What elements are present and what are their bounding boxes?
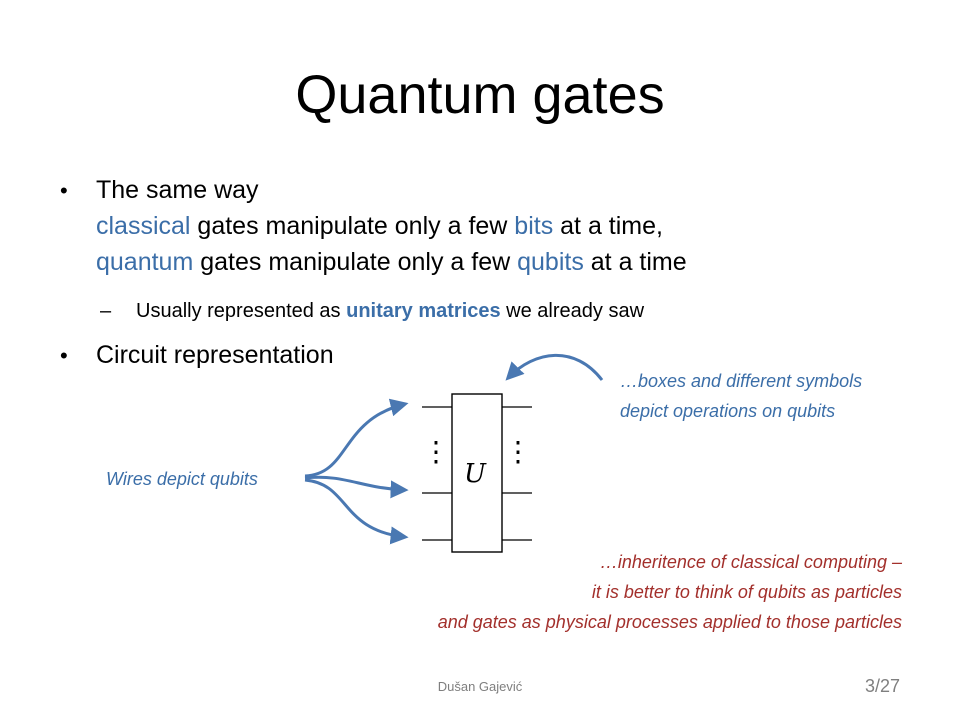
annotation-inheritance-line-2: it is better to think of qubits as parti… <box>591 582 902 602</box>
text-segment: gates manipulate only a few <box>190 212 515 240</box>
keyword-quantum: quantum <box>96 248 194 276</box>
sub-bullet-text: Usually represented as unitary matrices … <box>136 297 644 325</box>
text-segment: Usually represented as <box>136 300 347 322</box>
arrow-to-gate-box <box>505 353 604 381</box>
keyword-bits: bits <box>514 212 554 240</box>
text-segment: we already saw <box>500 300 645 322</box>
annotation-inheritance-line-1: …inheritence of classical computing – <box>599 552 902 572</box>
keyword-classical: classical <box>96 212 191 240</box>
sub-bullet-marker: – <box>100 300 112 322</box>
bullet-1-line-1: The same way <box>96 172 259 208</box>
keyword-qubits: qubits <box>517 248 584 276</box>
bullet-2-line-1: Circuit representation <box>96 337 334 373</box>
bullet-1-line-3: quantum gates manipulate only a few qubi… <box>96 244 687 280</box>
text-segment: gates manipulate only a few <box>193 248 518 276</box>
gate-label: U <box>464 459 487 489</box>
annotation-boxes-line-2: depict operations on qubits <box>620 401 836 421</box>
arrow-to-top-wire <box>304 398 409 478</box>
text-segment: The same way <box>96 176 259 204</box>
bullet-marker: • <box>60 343 68 368</box>
annotation-boxes-line-1: …boxes and different symbols <box>620 371 863 391</box>
annotation-inheritance-line-3: and gates as physical processes applied … <box>437 612 902 632</box>
wire-ellipsis-left: ⋮ <box>422 435 450 468</box>
slide-title: Quantum gates <box>295 65 665 125</box>
page-number: 3/27 <box>864 676 900 696</box>
keyword-unitary-matrices: unitary matrices <box>346 300 501 322</box>
text-segment: Circuit representation <box>96 341 334 369</box>
annotation-wires: Wires depict qubits <box>106 469 258 489</box>
arrow-to-middle-wire <box>304 475 409 499</box>
footer-author: Dušan Gajević <box>437 679 523 694</box>
text-segment: at a time <box>583 248 687 276</box>
bullet-1-line-2: classical gates manipulate only a few bi… <box>96 208 663 244</box>
arrow-to-bottom-wire <box>304 478 409 545</box>
gate-box <box>451 393 503 553</box>
bullet-marker: • <box>60 178 68 203</box>
wire-ellipsis-right: ⋮ <box>504 435 532 468</box>
text-segment: at a time, <box>553 212 663 240</box>
